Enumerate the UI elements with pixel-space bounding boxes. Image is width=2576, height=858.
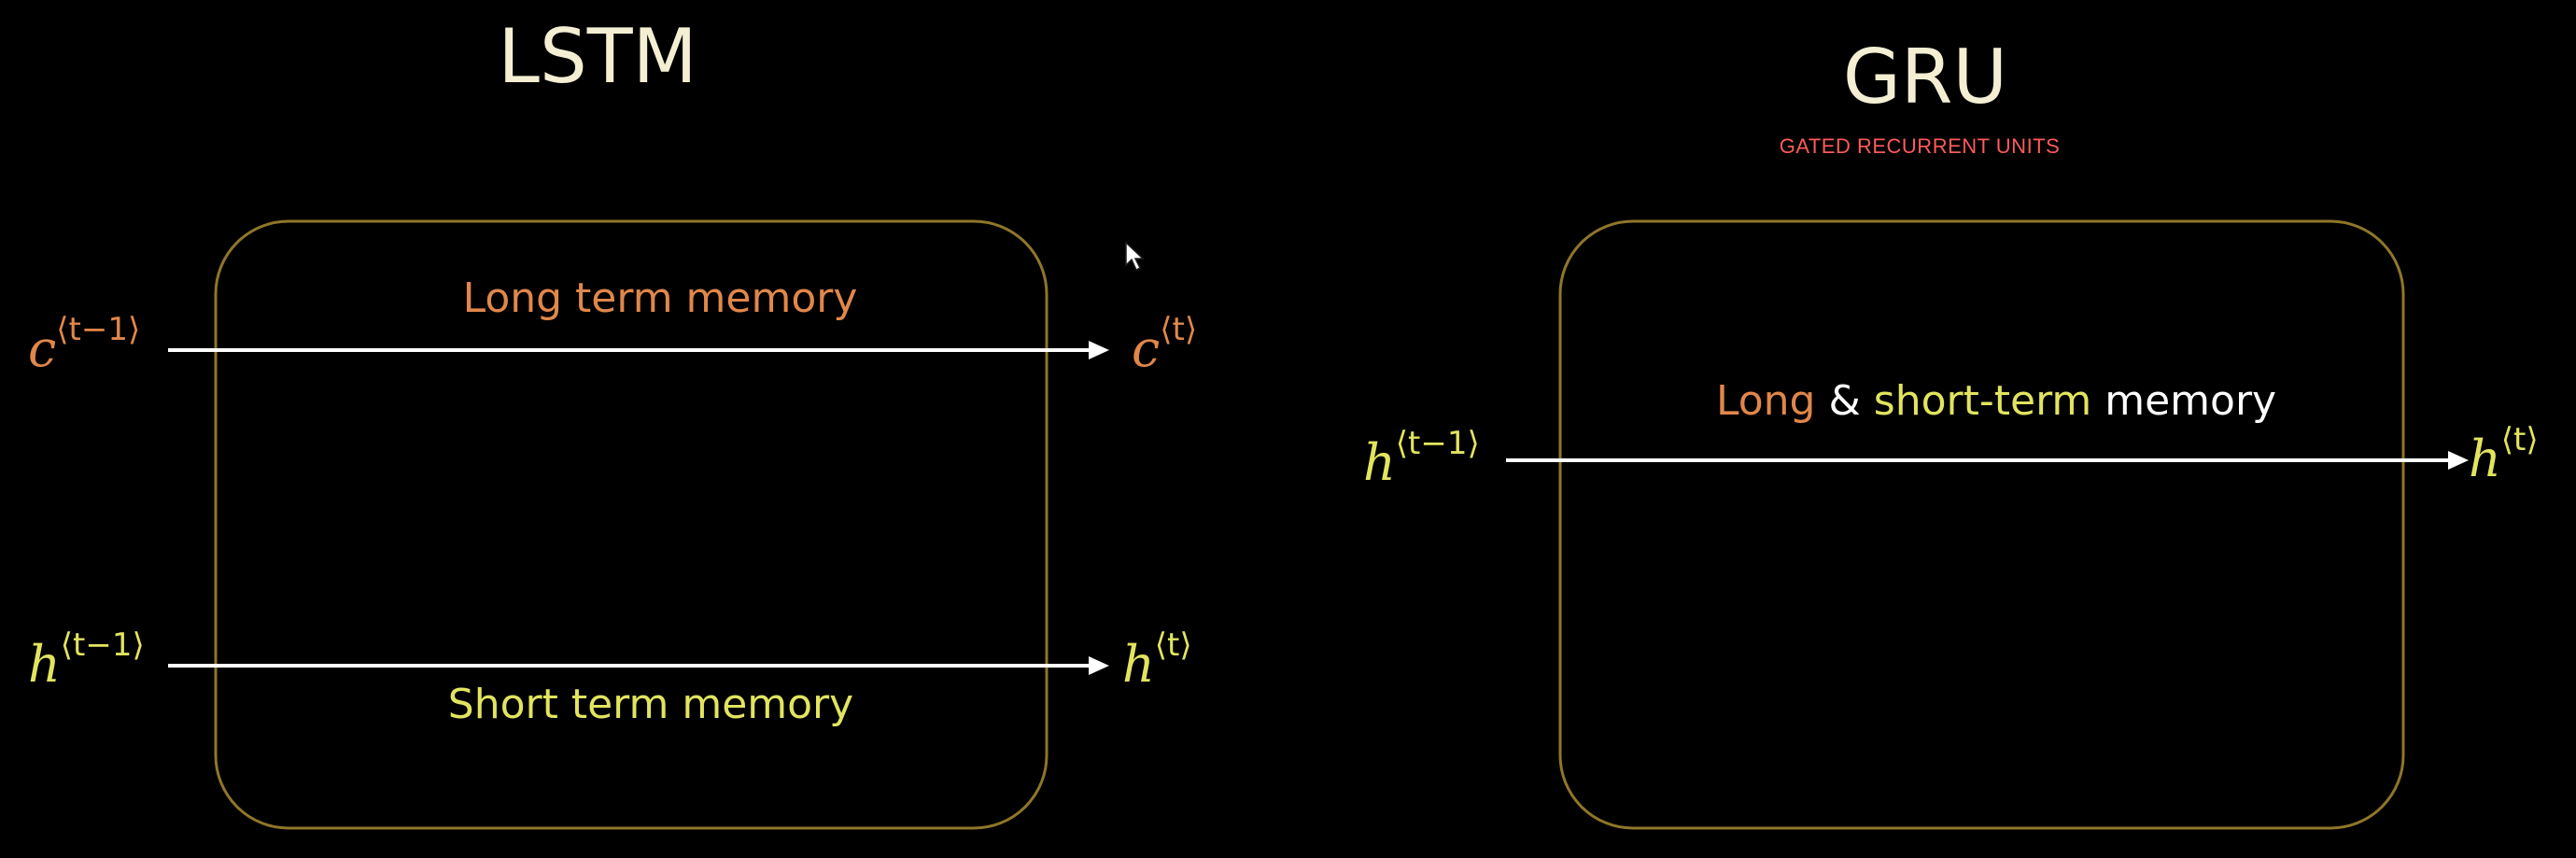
gru-subtitle: GATED RECURRENT UNITS — [1780, 134, 2061, 158]
lstm-short-term-label: Short term memory — [448, 681, 853, 728]
lstm-long-term-label: Long term memory — [463, 274, 858, 322]
lstm-cell-box — [214, 219, 1049, 830]
lstm-hidden-output-label: h⟨t⟩ — [1122, 626, 1192, 694]
lstm-hidden-state-arrowhead — [1089, 656, 1109, 675]
gru-title: GRU — [1843, 34, 2007, 120]
lstm-cell-state-arrowhead — [1089, 341, 1109, 359]
gru-cell-box — [1558, 219, 2405, 830]
gru-panel: GRU GATED RECURRENT UNITS Long & short-t… — [1363, 34, 2539, 830]
gru-memory-short: short-term — [1874, 377, 2091, 425]
lstm-panel: LSTM Long term memory c⟨t−1⟩ c⟨t⟩ h⟨t−1⟩… — [28, 13, 1197, 830]
gru-memory-long: Long — [1716, 377, 1815, 425]
lstm-title: LSTM — [498, 13, 697, 100]
mouse-pointer-icon — [1125, 241, 1145, 272]
gru-hidden-input-label: h⟨t−1⟩ — [1363, 425, 1480, 492]
lstm-hidden-input-label: h⟨t−1⟩ — [28, 626, 145, 694]
lstm-cell-output-label: c⟨t⟩ — [1132, 311, 1197, 378]
lstm-cell-input-label: c⟨t−1⟩ — [28, 311, 140, 378]
gru-memory-amp: & — [1828, 377, 1860, 425]
gru-memory-word: memory — [2104, 377, 2276, 425]
gru-hidden-output-label: h⟨t⟩ — [2469, 421, 2539, 488]
gru-hidden-state-arrowhead — [2448, 451, 2469, 470]
gru-memory-label: Long & short-term memory — [1716, 377, 2276, 425]
